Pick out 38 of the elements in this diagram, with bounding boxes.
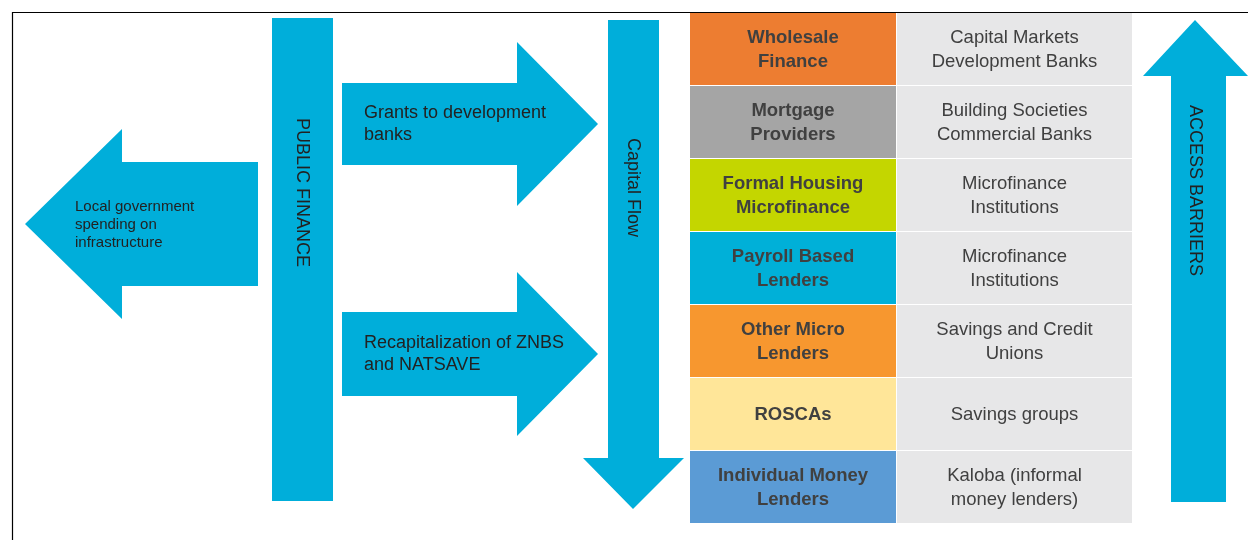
- provider-label: Kaloba (informal money lenders): [946, 462, 1083, 511]
- vertical-label: ACCESS BARRIERS: [1185, 105, 1207, 277]
- provider-cell: [897, 451, 1132, 523]
- vertical-label: Capital Flow: [623, 138, 645, 238]
- edge-label: Local government spending on infrastructure: [75, 197, 196, 251]
- category-cell: [690, 86, 896, 158]
- provider-cell: [897, 232, 1132, 304]
- edge-label: Recapitalization of ZNBS and NATSAVE: [364, 332, 566, 376]
- category-label: ROSCAs: [754, 401, 832, 426]
- category-label: Individual Money Lenders: [716, 462, 870, 511]
- provider-cell: [897, 13, 1132, 85]
- provider-cell: [897, 305, 1132, 377]
- provider-label: Microfinance Institutions: [961, 243, 1068, 292]
- provider-cell: [897, 378, 1132, 450]
- category-cell: [690, 305, 896, 377]
- category-cell: [690, 13, 896, 85]
- category-label: Other Micro Lenders: [740, 316, 846, 365]
- category-label: Mortgage Providers: [749, 97, 837, 146]
- category-cell: [690, 451, 896, 523]
- block-arrow: [25, 129, 258, 319]
- category-cell: [690, 159, 896, 231]
- provider-label: Savings groups: [950, 401, 1079, 426]
- vertical-bar: [272, 18, 333, 501]
- block-arrow: [342, 42, 598, 206]
- provider-label: Microfinance Institutions: [961, 170, 1068, 219]
- provider-cell: [897, 86, 1132, 158]
- category-label: Wholesale Finance: [746, 24, 840, 73]
- category-label: Formal Housing Microfinance: [721, 170, 865, 219]
- provider-label: Capital Markets Development Banks: [930, 24, 1099, 73]
- block-arrow: [342, 272, 598, 436]
- provider-label: Building Societies Commercial Banks: [935, 97, 1094, 146]
- category-cell: [690, 378, 896, 450]
- provider-cell: [897, 159, 1132, 231]
- category-label: Payroll Based Lenders: [730, 243, 856, 292]
- provider-label: Savings and Credit Unions: [935, 316, 1094, 365]
- edge-label: Grants to development banks: [364, 102, 548, 146]
- category-cell: [690, 232, 896, 304]
- vertical-label: PUBLIC FINANCE: [292, 118, 314, 268]
